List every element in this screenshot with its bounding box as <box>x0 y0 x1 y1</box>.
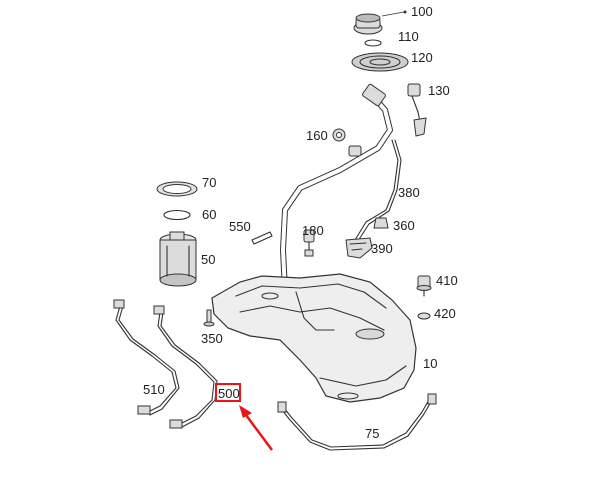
part-10-fuel-tank <box>211 273 417 403</box>
part-550-strap <box>251 231 273 245</box>
label-390: 390 <box>371 241 393 256</box>
label-130: 130 <box>428 83 450 98</box>
label-510: 510 <box>143 382 165 397</box>
part-420-grommet <box>417 312 431 320</box>
label-500: 500 <box>218 386 240 401</box>
part-360-clip <box>373 217 389 229</box>
part-60-seal <box>163 209 191 221</box>
part-110-seal-ring <box>364 39 382 47</box>
filler-pipe <box>280 83 393 293</box>
label-110: 110 <box>398 29 419 44</box>
label-500-highlight: 500 <box>215 383 241 402</box>
part-160-grommet <box>332 128 346 142</box>
label-160: 160 <box>306 128 328 143</box>
label-420: 420 <box>434 306 456 321</box>
part-350-bolt <box>203 309 215 327</box>
label-380: 380 <box>398 185 420 200</box>
part-410-valve <box>416 275 432 297</box>
label-10: 10 <box>423 356 437 371</box>
part-510-fuel-line <box>113 299 180 416</box>
part-50-fuel-pump-module <box>159 231 197 287</box>
label-410: 410 <box>436 273 458 288</box>
part-380-vent-line <box>354 139 402 242</box>
label-360: 360 <box>393 218 415 233</box>
label-120: 120 <box>411 50 433 65</box>
label-70: 70 <box>202 175 216 190</box>
part-70-locking-ring <box>156 181 198 197</box>
label-350: 350 <box>201 331 223 346</box>
label-180: 180 <box>302 223 324 238</box>
part-130-vent-valve <box>407 83 427 137</box>
part-100-filler-cap <box>353 10 407 35</box>
part-500-fuel-line <box>153 305 218 429</box>
label-60: 60 <box>202 207 216 222</box>
part-180-sensor <box>303 229 315 257</box>
part-75-tank-strap <box>277 393 437 451</box>
label-550: 550 <box>229 219 251 234</box>
label-75: 75 <box>365 426 379 441</box>
part-390-bracket <box>345 237 373 259</box>
part-120-filler-plate <box>351 52 409 72</box>
label-50: 50 <box>201 252 215 267</box>
label-100: 100 <box>411 4 433 19</box>
red-arrow-icon <box>239 405 274 451</box>
